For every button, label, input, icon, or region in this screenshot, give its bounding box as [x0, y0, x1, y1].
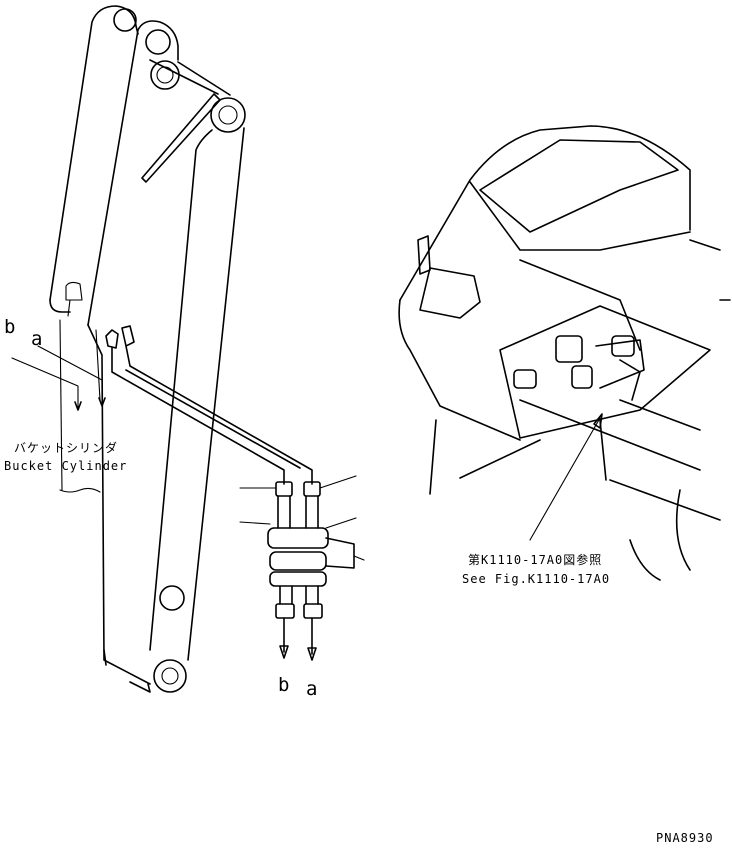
label-port-b-left: b — [4, 316, 16, 338]
label-reference-en: See Fig.K1110-17A0 — [462, 572, 611, 586]
label-port-a-left: a — [31, 328, 43, 350]
hose-connector-block — [239, 475, 365, 661]
label-port-b: b — [278, 674, 290, 696]
label-bucket-cylinder-en: Bucket Cylinder — [4, 459, 128, 473]
boom-arm — [49, 5, 246, 693]
machine-cab — [398, 125, 731, 581]
label-bucket-cylinder-jp: バケットシリンダ — [14, 441, 119, 455]
drawing-code: PNA8930 — [656, 831, 714, 845]
reference-leader — [529, 413, 603, 541]
label-reference-jp: 第K1110-17A0図参照 — [468, 553, 603, 567]
hydraulic-hoses — [111, 345, 313, 485]
label-port-a: a — [306, 678, 318, 700]
cylinder-leaders — [11, 345, 106, 411]
